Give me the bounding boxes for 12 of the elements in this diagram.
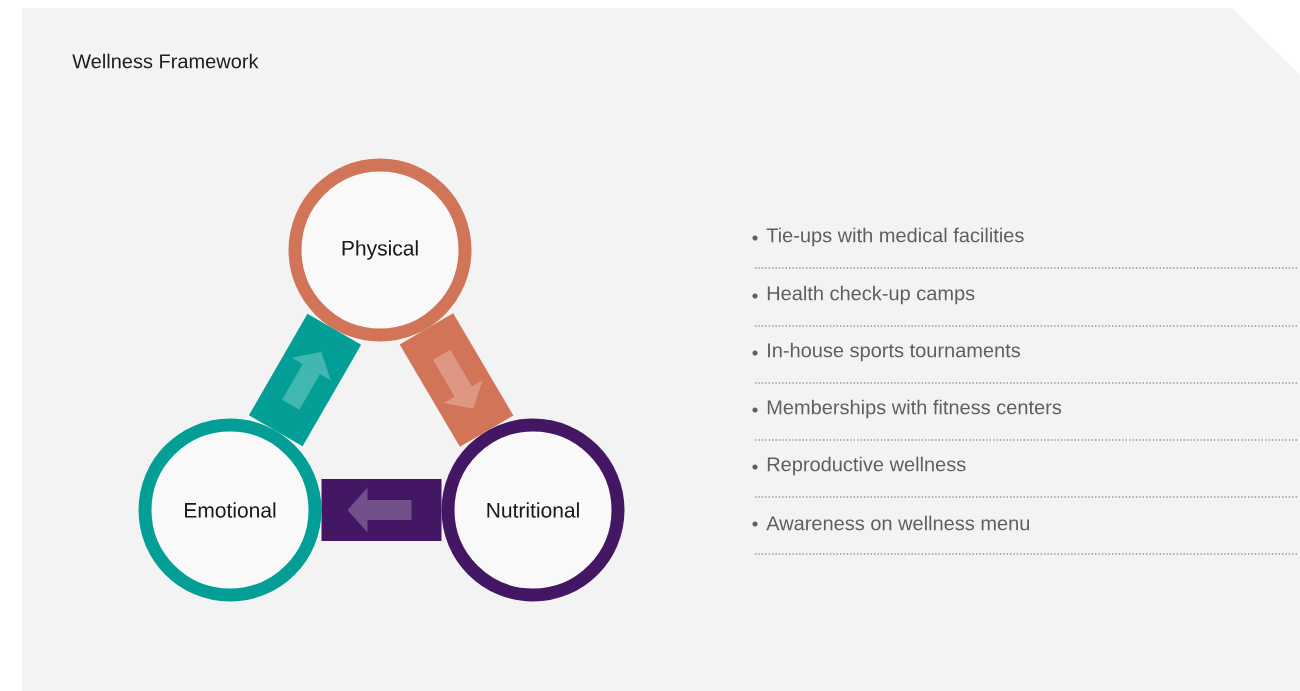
list-item: Tie-ups with medical facilities <box>766 227 1024 247</box>
arrow-band <box>248 313 362 447</box>
list-item: Health check-up camps <box>767 285 975 305</box>
circle-node: Emotional <box>138 418 322 602</box>
circle-node: Nutritional <box>441 418 625 602</box>
title: Wellness Framework <box>72 53 259 69</box>
list-item: In-house sports tournaments <box>768 342 1020 362</box>
arrow-band <box>399 313 514 447</box>
arrow-band <box>321 479 442 541</box>
list-item: Reproductive wellness <box>767 456 966 476</box>
list-item: Awareness on wellness menu <box>766 515 1030 531</box>
list-item: Memberships with fitness centers <box>767 399 1062 419</box>
